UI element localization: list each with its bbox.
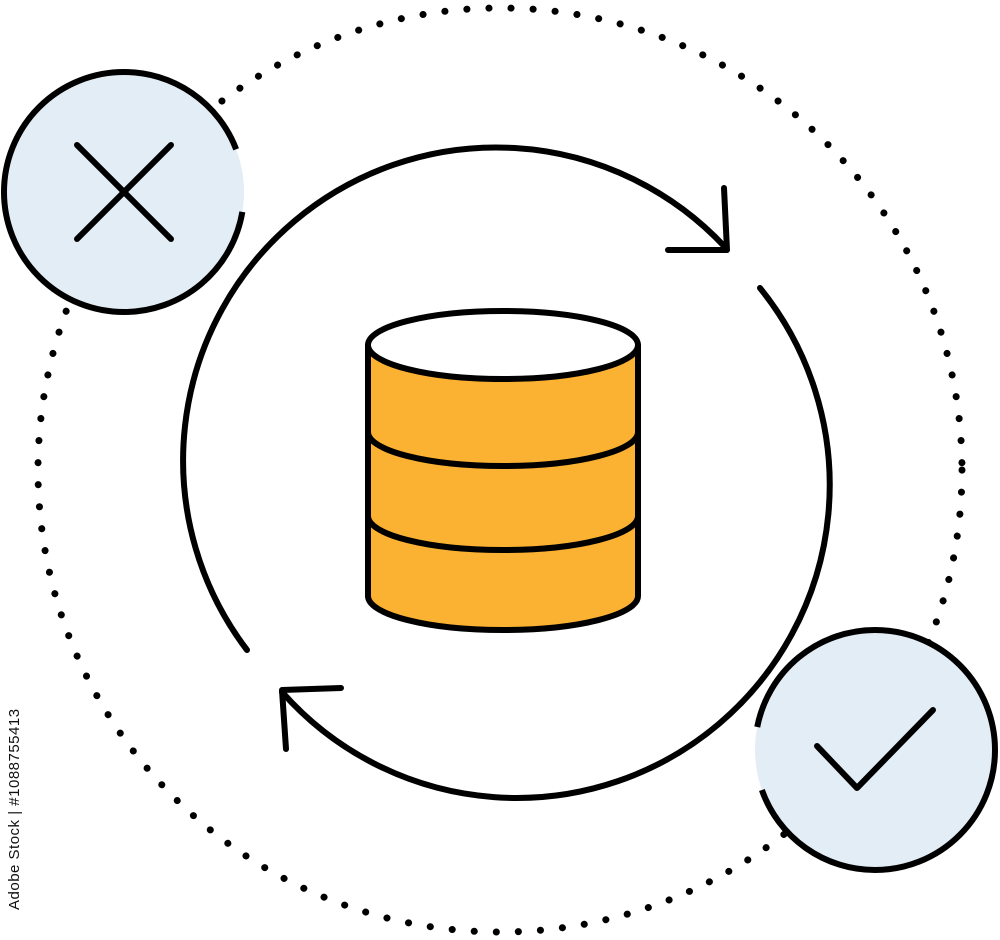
database-divider-1 <box>365 431 641 469</box>
database-icon <box>365 308 641 633</box>
close-icon <box>74 142 174 242</box>
sync-arrow-top-head <box>665 185 730 253</box>
success-badge <box>752 627 998 873</box>
failure-badge <box>1 69 247 315</box>
sync-arrow-bottom-head <box>279 685 344 752</box>
database-top <box>365 308 641 382</box>
dotted-orbit-ring <box>34 4 966 936</box>
database-divider-2 <box>365 515 641 553</box>
check-icon <box>814 707 936 791</box>
refresh-arrows-icon <box>180 144 833 801</box>
sync-arrow-bottom <box>279 285 833 801</box>
database-body <box>365 342 641 633</box>
stock-watermark-id: Adobe Stock | #1088755413 <box>6 708 23 910</box>
sync-arrow-top <box>180 144 728 653</box>
success-badge-circle <box>752 627 998 873</box>
